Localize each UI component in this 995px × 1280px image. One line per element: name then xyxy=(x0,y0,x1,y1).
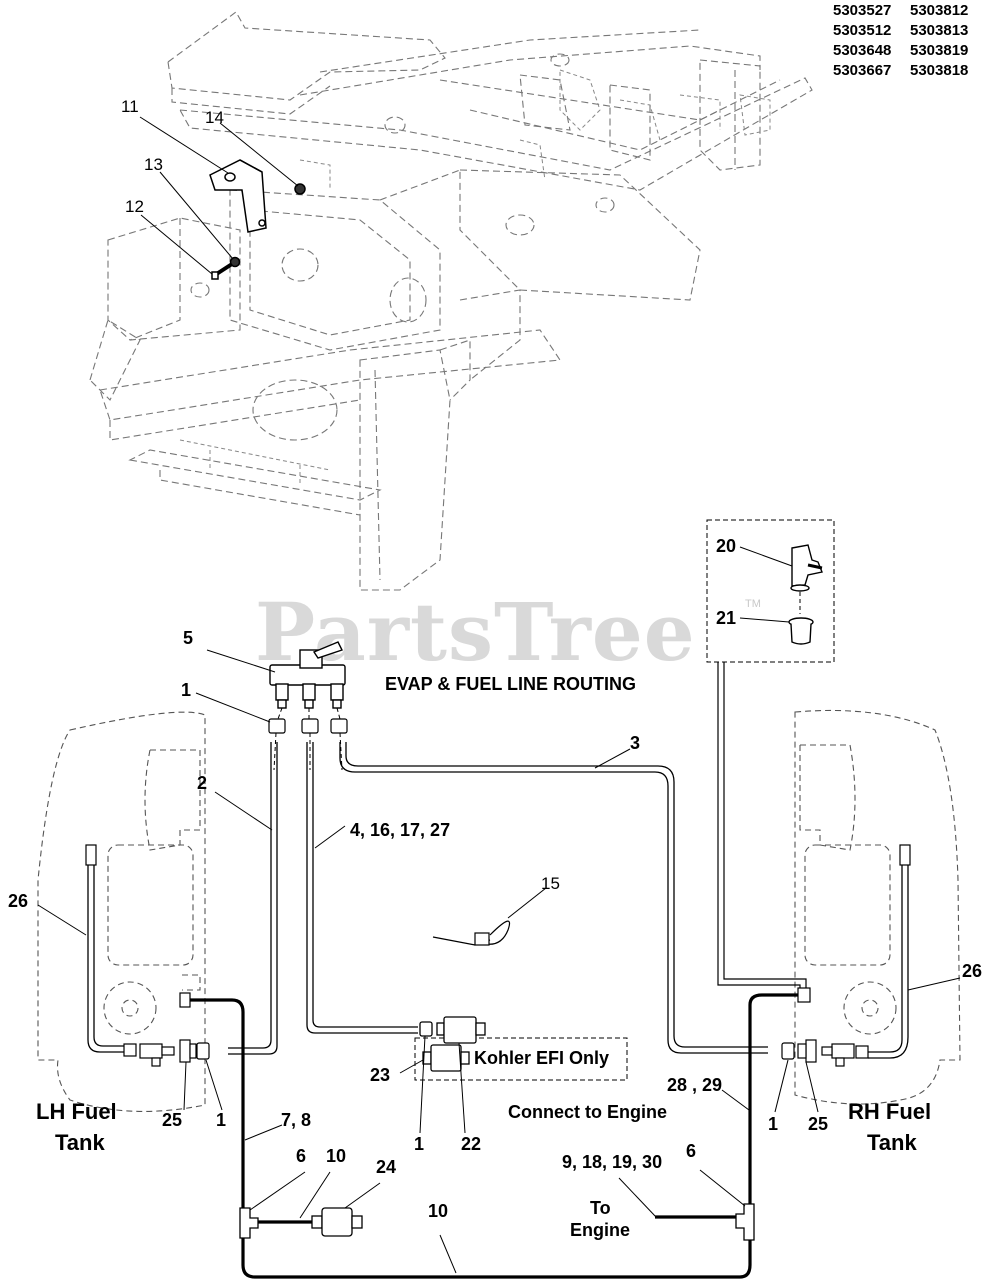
callout-9-18-19-30: 9, 18, 19, 30 xyxy=(562,1152,663,1172)
connect-to-engine-label: Connect to Engine xyxy=(508,1102,667,1122)
callout-1-top: 1 xyxy=(181,680,192,700)
callout-2: 2 xyxy=(197,773,208,793)
callout-13: 13 xyxy=(144,155,163,174)
vent-line xyxy=(717,662,807,992)
lh-fuel-tank-outline xyxy=(37,711,206,1112)
callout-1-left: 1 xyxy=(216,1110,227,1130)
detail-leaders xyxy=(739,546,801,623)
grommet-part xyxy=(788,617,814,645)
watermark-trademark: TM xyxy=(745,598,761,610)
engine-connect-filter xyxy=(419,1016,486,1044)
callout-11: 11 xyxy=(121,97,139,116)
kohler-efi-box xyxy=(414,1037,628,1081)
bracket-leader-lines xyxy=(139,116,299,275)
callout-4-16-17-27: 4, 16, 17, 27 xyxy=(350,820,451,840)
lh-fuel-tank-label-1: LH Fuel xyxy=(36,1099,117,1124)
model-row: 5303527 5303812 xyxy=(833,1,993,21)
model-number: 5303819 xyxy=(910,42,969,59)
model-row: 5303667 5303818 xyxy=(833,61,993,81)
callout-10-bottom: 10 xyxy=(428,1201,449,1221)
callout-20: 20 xyxy=(716,536,737,556)
callout-1-right: 1 xyxy=(768,1114,779,1134)
callout-22: 22 xyxy=(461,1134,482,1154)
model-number: 5303512 xyxy=(833,22,892,39)
model-row: 5303512 5303813 xyxy=(833,21,993,41)
rh-fuel-tank-outline xyxy=(794,709,961,1105)
detail-box-20-21 xyxy=(706,519,835,663)
fuel-lines-bold xyxy=(190,993,798,1279)
callout-25-right: 25 xyxy=(808,1114,829,1134)
callout-3: 3 xyxy=(630,733,641,753)
vent-valve-part xyxy=(790,544,823,592)
watermark: PartsTree xyxy=(255,585,696,679)
callout-25-left: 25 xyxy=(162,1110,183,1130)
mower-frame xyxy=(89,11,813,591)
rh-tank-fittings xyxy=(781,844,911,1067)
bracket-hardware xyxy=(209,159,306,280)
inline-fuel-filter xyxy=(311,1207,363,1237)
kohler-efi-label: Kohler EFI Only xyxy=(474,1048,610,1068)
lh-tank-fittings xyxy=(85,844,210,1067)
callout-24: 24 xyxy=(376,1157,397,1177)
fuel-shutoff-valve xyxy=(269,641,346,709)
diagram-title: EVAP & FUEL LINE ROUTING xyxy=(385,674,637,694)
callout-23: 23 xyxy=(370,1065,391,1085)
callout-5: 5 xyxy=(183,628,194,648)
cable-tie xyxy=(432,920,511,946)
callout-12: 12 xyxy=(125,197,144,216)
hose-clamps-top xyxy=(268,718,348,734)
model-number: 5303667 xyxy=(833,62,892,79)
to-engine-label-2: Engine xyxy=(570,1220,631,1240)
lh-fuel-tank-label-2: Tank xyxy=(55,1130,105,1155)
fuel-hoses-double xyxy=(87,742,909,1059)
model-row: 5303648 5303819 xyxy=(833,41,993,61)
mower-frame-details xyxy=(179,69,771,485)
callout-15: 15 xyxy=(541,874,560,893)
efi-filter xyxy=(422,1044,470,1072)
rh-fuel-tank-label-2: Tank xyxy=(867,1130,917,1155)
model-number: 5303648 xyxy=(833,42,892,59)
model-number: 5303813 xyxy=(910,22,969,39)
to-engine-label-1: To xyxy=(590,1198,611,1218)
callout-28-29: 28 , 29 xyxy=(667,1075,723,1095)
callout-1-mid: 1 xyxy=(414,1134,425,1154)
model-number: 5303812 xyxy=(910,2,969,19)
valve-dashed-connectors xyxy=(273,707,343,771)
callout-7-8: 7, 8 xyxy=(281,1110,312,1130)
callout-6-left: 6 xyxy=(296,1146,307,1166)
callout-14: 14 xyxy=(205,108,224,127)
tee-fittings xyxy=(239,1203,755,1241)
callout-leaders xyxy=(37,649,961,1274)
callout-6-right: 6 xyxy=(686,1141,697,1161)
callout-10-top: 10 xyxy=(326,1146,347,1166)
model-number: 5303818 xyxy=(910,62,969,79)
callout-26-left: 26 xyxy=(8,891,29,911)
rh-fuel-tank-label-1: RH Fuel xyxy=(848,1099,932,1124)
callout-26-right: 26 xyxy=(962,961,983,981)
model-number: 5303527 xyxy=(833,2,892,19)
callout-21: 21 xyxy=(716,608,737,628)
